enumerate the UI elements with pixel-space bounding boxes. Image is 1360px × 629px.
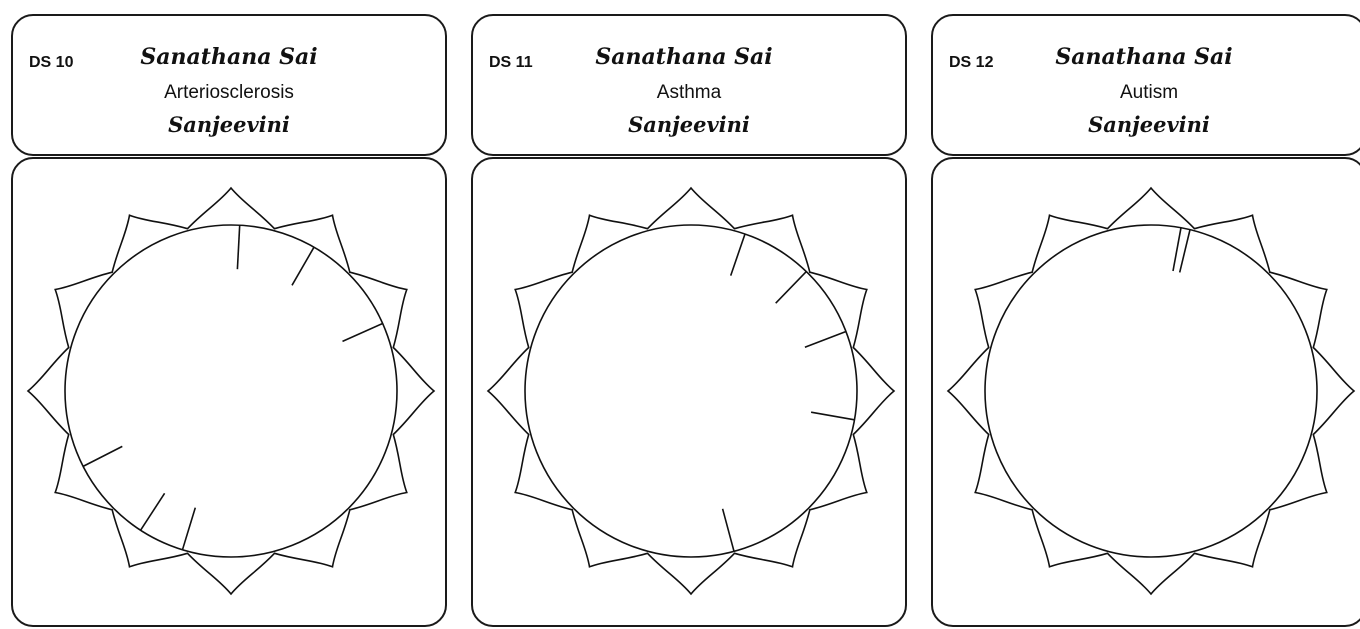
tick-mark [1173, 228, 1181, 271]
remedy-card: DS 11 Sanathana Sai Asthma Sanjeevini [460, 0, 920, 619]
lotus-wheel-diagram [473, 159, 909, 629]
brand-title: Sanathana Sai [13, 44, 445, 70]
brand-title: Sanathana Sai [923, 44, 1360, 70]
potency-diagram-box [11, 157, 447, 627]
tick-mark [183, 508, 196, 550]
tick-mark [1180, 230, 1190, 273]
tick-mark [776, 272, 807, 304]
remedy-name: Arteriosclerosis [13, 82, 445, 104]
tick-mark [292, 247, 314, 285]
remedy-card: DS 10 Sanathana Sai Arteriosclerosis San… [0, 0, 460, 619]
brand-subtitle: Sanjeevini [13, 112, 445, 137]
remedy-card: DS 12 Sanathana Sai Autism Sanjeevini [920, 0, 1360, 619]
card-header: DS 10 Sanathana Sai Arteriosclerosis San… [11, 14, 447, 156]
card-header: DS 11 Sanathana Sai Asthma Sanjeevini [471, 14, 907, 156]
lotus-petals [488, 188, 894, 594]
tick-mark [805, 332, 846, 348]
lotus-wheel-diagram [933, 159, 1360, 629]
potency-diagram-box [471, 157, 907, 627]
inner-circle [525, 225, 857, 557]
tick-mark [811, 412, 854, 420]
brand-subtitle: Sanjeevini [473, 112, 905, 137]
tick-mark [237, 225, 239, 269]
lotus-petals [948, 188, 1354, 594]
tick-mark [723, 509, 734, 552]
brand-title: Sanathana Sai [463, 44, 905, 70]
inner-circle [65, 225, 397, 557]
lotus-petals [28, 188, 434, 594]
inner-circle [985, 225, 1317, 557]
tick-mark [343, 324, 383, 342]
brand-subtitle: Sanjeevini [933, 112, 1360, 137]
lotus-wheel-diagram [13, 159, 449, 629]
remedy-name: Autism [933, 82, 1360, 104]
tick-mark [731, 234, 745, 276]
potency-diagram-box [931, 157, 1360, 627]
card-header: DS 12 Sanathana Sai Autism Sanjeevini [931, 14, 1360, 156]
tick-mark [141, 493, 165, 530]
remedy-name: Asthma [473, 82, 905, 104]
tick-mark [83, 446, 122, 466]
